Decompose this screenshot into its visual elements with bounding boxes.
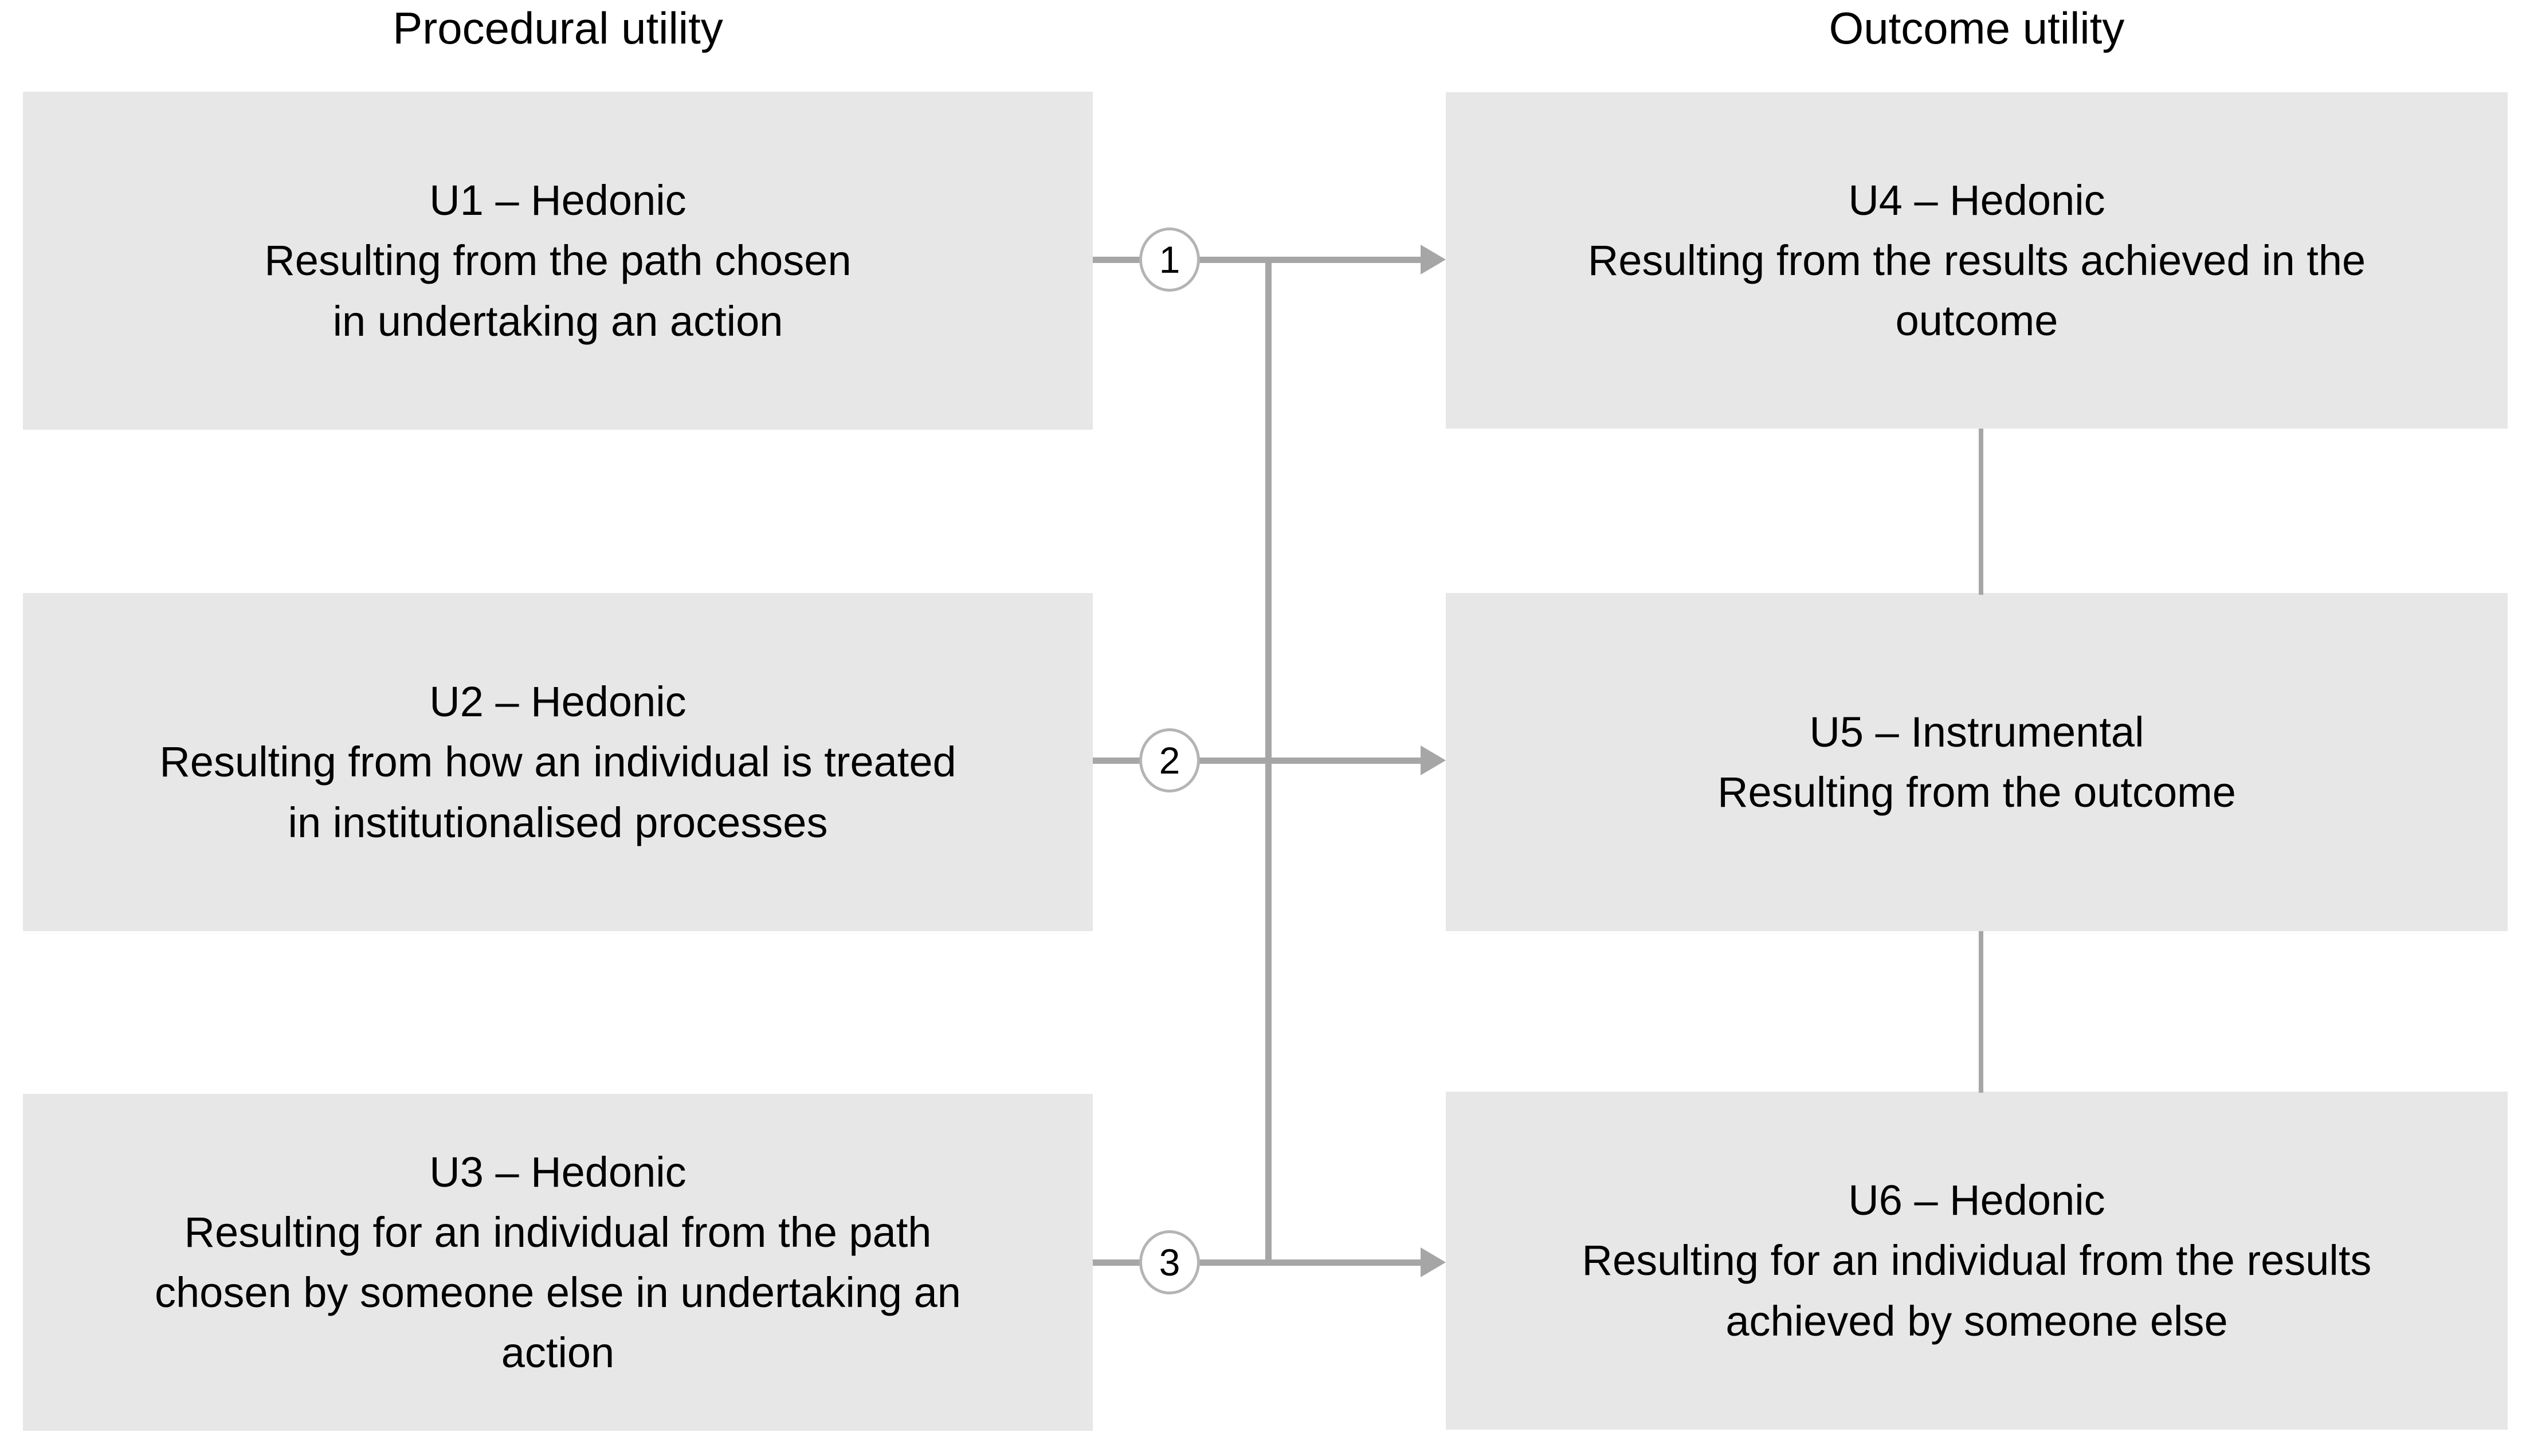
arrowhead-icon-u6	[1421, 1247, 1446, 1277]
connector-line-u4-to-u5	[1979, 429, 1983, 595]
connector-line-u2-to-u5	[1093, 758, 1425, 764]
column-header-outcome-utility: Outcome utility	[1829, 3, 2125, 53]
connector-marker-2: 2	[1139, 728, 1200, 792]
arrowhead-icon-u4	[1421, 245, 1446, 274]
connector-line-u1-to-u4	[1093, 257, 1425, 263]
column-header-procedural-utility: Procedural utility	[393, 3, 723, 53]
connector-line-u3-to-u6	[1093, 1259, 1425, 1266]
arrowhead-icon-u5	[1421, 745, 1446, 775]
connector-line-u5-to-u6	[1979, 931, 1983, 1093]
connector-marker-3: 3	[1139, 1230, 1200, 1294]
connector-marker-1: 1	[1139, 227, 1200, 292]
